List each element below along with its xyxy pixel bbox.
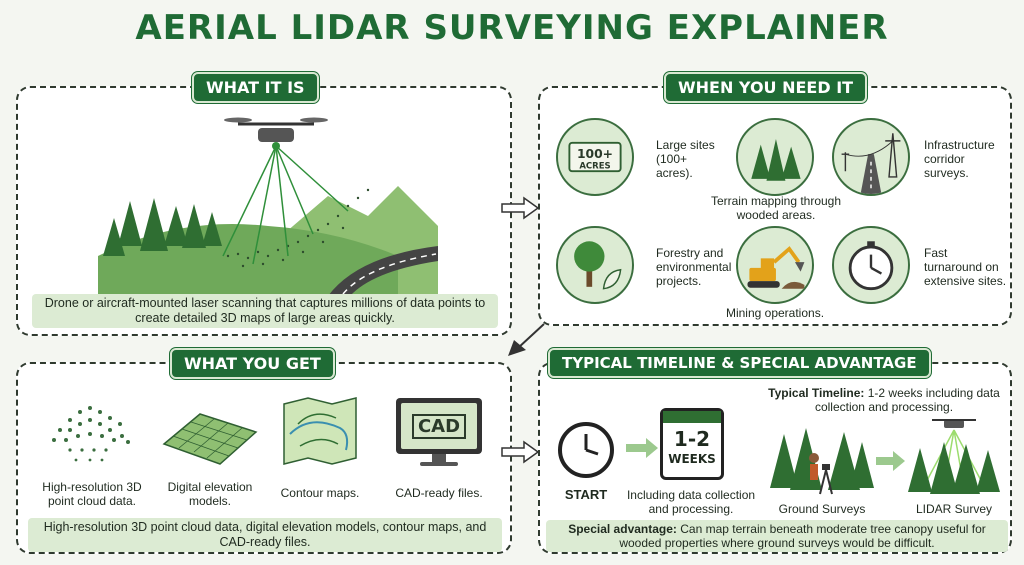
road-power-line-icon — [832, 118, 910, 196]
need-fast-turnaround-label: Fast turnaround on extensive sites. — [924, 246, 1007, 288]
typical-timeline-text: Typical Timeline: 1-2 weeks including da… — [764, 386, 1004, 414]
when-you-need-it-panel: 100+ ACRES Large sites (100+ acres). Ter… — [538, 86, 1012, 326]
ground-survey-icon — [770, 428, 874, 495]
need-large-sites-label: Large sites (100+ acres). — [656, 138, 715, 180]
special-advantage-caption: Special advantage: Can map terrain benea… — [546, 520, 1008, 552]
lidar-survey-label: LIDAR Survey — [915, 502, 993, 516]
typical-timeline-body: 1-2 weeks including data collection and … — [814, 386, 1000, 414]
elevation-mesh-icon — [162, 413, 258, 465]
forest-icon — [736, 118, 814, 196]
need-forestry-label: Forestry and environmental projects. — [656, 246, 732, 288]
acres-badge-icon: 100+ ACRES — [556, 118, 634, 196]
contour-map-icon — [283, 397, 357, 465]
when-you-need-it-header: WHEN YOU NEED IT — [664, 72, 868, 103]
arrow-icon-2 — [876, 451, 905, 471]
acres-badge-bottom: ACRES — [579, 161, 610, 171]
what-you-get-header: WHAT YOU GET — [170, 348, 335, 379]
get-elevation-label: Digital elevation models. — [167, 480, 253, 508]
drone-scanning-illustration — [98, 117, 438, 296]
timeline-panel: Typical Timeline: 1-2 weeks including da… — [538, 362, 1012, 554]
acres-badge-top: 100+ — [577, 147, 613, 161]
cad-screen-text: CAD — [411, 413, 467, 439]
timeline-header: TYPICAL TIMELINE & SPECIAL ADVANTAGE — [548, 348, 931, 378]
calendar-bottom: WEEKS — [668, 452, 716, 466]
arrow-icon — [626, 438, 658, 458]
what-you-get-caption: High-resolution 3D point cloud data, dig… — [28, 518, 502, 552]
need-mining-label: Mining operations. — [725, 306, 825, 320]
connector-arrow-down — [508, 323, 545, 356]
stopwatch-icon — [832, 226, 910, 304]
cad-monitor-icon: CAD — [396, 398, 482, 468]
calendar-icon: 1-2 WEEKS — [660, 408, 724, 480]
what-you-get-panel: High-resolution 3D point cloud data. Dig… — [16, 362, 512, 554]
special-advantage-bold: Special advantage: — [568, 522, 677, 536]
need-terrain-mapping-label: Terrain mapping through wooded areas. — [710, 194, 842, 222]
calendar-label: Including data collection and processing… — [626, 488, 756, 516]
point-cloud-icon — [52, 406, 130, 462]
need-infrastructure-label: Infrastructure corridor surveys. — [924, 138, 995, 180]
start-label: START — [564, 487, 608, 502]
connector-arrow-right-bottom — [501, 440, 540, 464]
typical-timeline-bold: Typical Timeline: — [768, 386, 865, 400]
connector-arrow-right-top — [501, 196, 540, 220]
lidar-survey-icon — [908, 419, 1000, 494]
page-title: AERIAL LIDAR SURVEYING EXPLAINER — [135, 8, 889, 48]
get-cad-label: CAD-ready files. — [395, 486, 483, 500]
what-it-is-header: WHAT IT IS — [192, 72, 319, 103]
ground-surveys-label: Ground Surveys — [778, 502, 866, 516]
clock-icon — [558, 422, 614, 478]
get-contour-label: Contour maps. — [280, 486, 360, 500]
what-it-is-caption: Drone or aircraft-mounted laser scanning… — [32, 294, 498, 328]
excavator-icon — [736, 226, 814, 304]
calendar-top: 1-2 — [673, 427, 711, 451]
special-advantage-body: Can map terrain beneath moderate tree ca… — [619, 522, 986, 550]
what-it-is-panel: Drone or aircraft-mounted laser scanning… — [16, 86, 512, 336]
tree-leaf-icon — [556, 226, 634, 304]
get-point-cloud-label: High-resolution 3D point cloud data. — [42, 480, 142, 508]
